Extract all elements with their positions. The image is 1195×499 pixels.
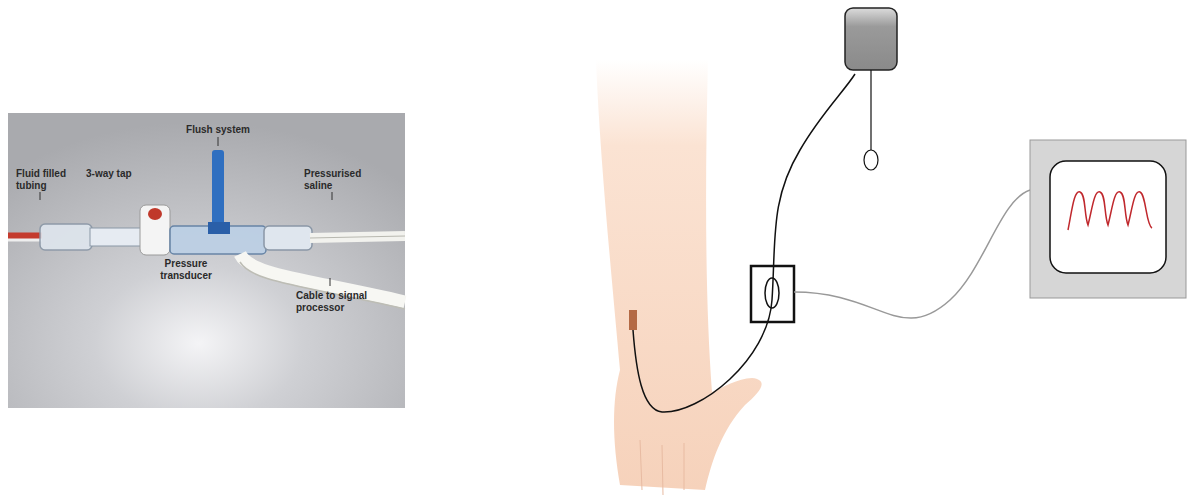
connector [90, 228, 142, 246]
monitor [1030, 140, 1186, 298]
part-label: 3-way tap [86, 168, 156, 180]
part-label: Cable to signal processor [296, 290, 396, 314]
part-label: Pressure transducer [150, 258, 222, 282]
connector [264, 226, 312, 250]
tubing [8, 239, 42, 242]
cable [240, 262, 405, 309]
arterial-cannula [629, 310, 637, 330]
tubing-line [633, 74, 855, 412]
saline-tubing [310, 236, 405, 238]
saline-tubing [310, 236, 405, 238]
connector [40, 224, 92, 250]
saline-bag [845, 8, 897, 70]
flush-device [208, 222, 230, 234]
red-tubing [8, 233, 42, 240]
transducer-symbol [765, 278, 779, 308]
label-ticks [40, 137, 332, 286]
tap-cap [148, 208, 162, 220]
part-label: Fluid filled tubing [16, 168, 78, 192]
drip-chamber [864, 150, 878, 170]
bag-line [870, 70, 871, 150]
part-label: Flush system [168, 124, 268, 136]
photo-background [8, 113, 405, 408]
monitor-screen [1050, 161, 1166, 273]
pressure-waveform [1068, 192, 1152, 230]
cable [794, 190, 1030, 318]
flush-device [212, 150, 224, 230]
fingers [640, 440, 684, 495]
forearm [596, 60, 762, 490]
part-label: Pressurised saline [304, 168, 374, 192]
transducer-symbol [751, 266, 794, 322]
three-way-tap [140, 205, 170, 255]
